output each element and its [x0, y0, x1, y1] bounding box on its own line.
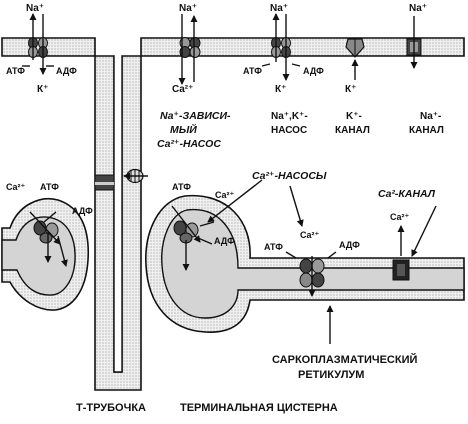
label-ca-pumps: Ca²⁺-НАСОСЫ [252, 170, 327, 182]
label-ca-mid: Ca²⁺ [215, 190, 235, 200]
label-atf-1: АТФ [6, 66, 25, 76]
sarcolemma [1, 37, 465, 57]
label-k-1: К⁺ [37, 84, 48, 95]
label-atf-mid: АТФ [172, 182, 191, 192]
label-ca-channel: Ca²-КАНАЛ [378, 188, 436, 200]
t-tubule-receptor-icon [94, 174, 115, 191]
flux-arrows [22, 13, 437, 344]
sr-ca-channel-icon [392, 259, 410, 281]
label-na-3: Na⁺ [270, 3, 288, 14]
label-na-k-pump-2: НАСОС [271, 125, 307, 136]
terminal-cistern-left [1, 198, 90, 311]
label-na-channel-2: КАНАЛ [409, 125, 444, 136]
label-atf-sr: АТФ [264, 242, 283, 252]
t-tubule [94, 55, 142, 391]
label-sr-1: САРКОПЛАЗМАТИЧЕСКИЙ [272, 353, 417, 366]
label-k-3: К⁺ [345, 84, 356, 95]
label-atf-left: АТФ [40, 182, 59, 192]
diagram-labels: Na⁺ Na⁺ Na⁺ Na⁺ АТФ АДФ К⁺ Ca²⁺ АТФ АДФ … [6, 3, 444, 414]
label-adf-1: АДФ [56, 66, 77, 76]
label-t-tubule: Т-ТРУБОЧКА [76, 402, 146, 414]
label-adf-left: АДФ [72, 206, 93, 216]
label-ca-top: Ca²⁺ [172, 84, 193, 95]
label-ca-sr: Ca²⁺ [300, 230, 320, 240]
k-channel-icon [345, 38, 365, 58]
ca-pump-left-icon [33, 220, 59, 244]
label-adf-2: АДФ [303, 66, 324, 76]
label-sr-2: РЕТИКУЛУМ [298, 369, 364, 381]
label-k-channel-2: КАНАЛ [335, 125, 370, 136]
label-atf-2: АТФ [243, 66, 262, 76]
ca-pump-sr-icon [299, 258, 325, 288]
label-terminal-cistern: ТЕРМИНАЛЬНАЯ ЦИСТЕРНА [180, 402, 338, 414]
label-k-2: К⁺ [275, 84, 286, 95]
label-na-ca-pump-3: Ca²⁺-НАСОС [157, 138, 221, 150]
label-ca-right: Ca²⁺ [390, 212, 410, 222]
label-na-channel-1: Na⁺- [420, 111, 441, 122]
label-na-2: Na⁺ [179, 3, 197, 14]
label-na-4: Na⁺ [409, 3, 427, 14]
label-adf-sr: АДФ [339, 240, 360, 250]
label-adf-mid: АДФ [214, 236, 235, 246]
label-na-k-pump-1: Na⁺,K⁺- [271, 111, 308, 122]
label-na-ca-pump-1: Na⁺-ЗАВИСИ- [160, 110, 231, 122]
label-na-ca-pump-2: МЫЙ [170, 123, 197, 136]
label-ca-left: Ca²⁺ [6, 182, 26, 192]
label-k-channel-1: K⁺- [346, 111, 362, 122]
label-na-1: Na⁺ [26, 3, 44, 14]
ca-pump-right-icon [173, 220, 199, 244]
